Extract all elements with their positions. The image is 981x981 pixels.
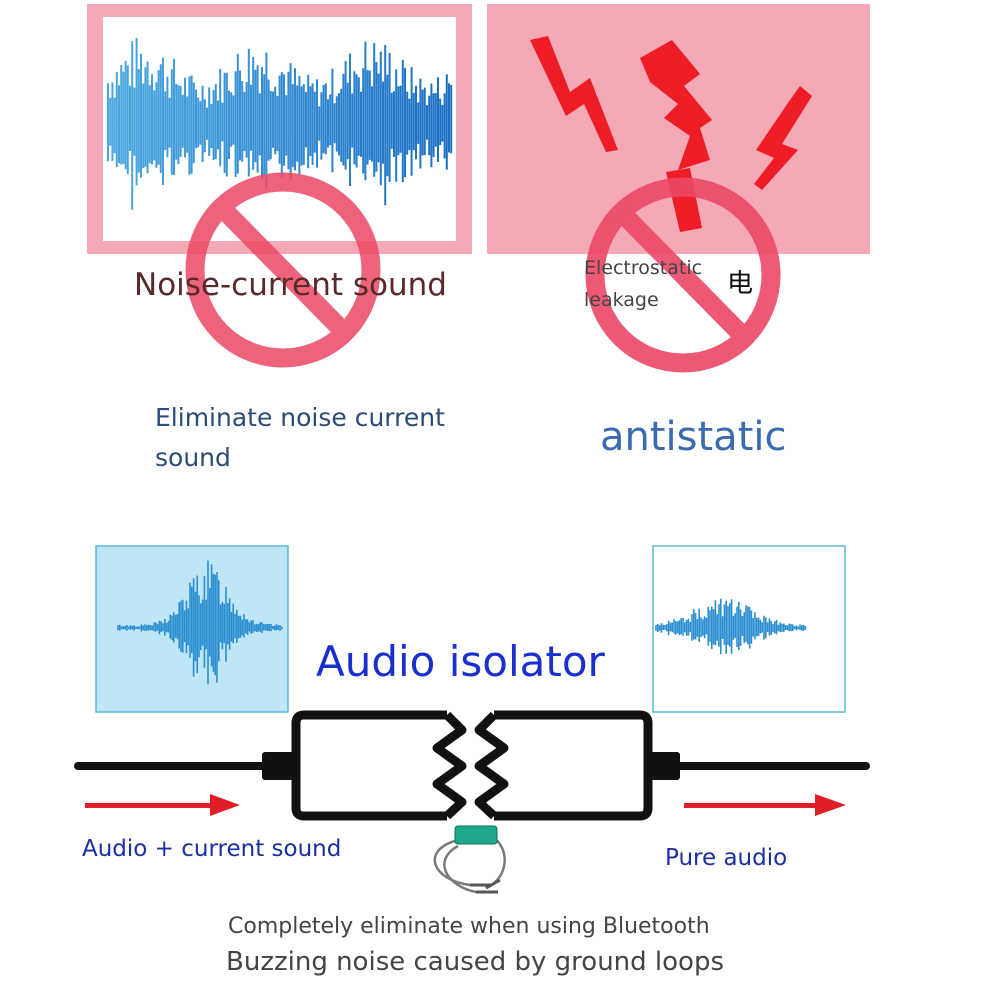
isolator-housing: [291, 710, 653, 821]
input-plug: [262, 752, 298, 780]
output-waveform-icon: [655, 598, 807, 655]
electrostatic-leakage-label-line2: leakage: [584, 289, 659, 311]
eliminate-noise-caption-line2: sound: [155, 443, 231, 472]
output-signal-label: Pure audio: [665, 845, 788, 871]
electric-glyph-label: 电: [727, 269, 754, 299]
output-plug: [646, 752, 680, 780]
noisy-waveform-icon: [107, 38, 453, 210]
audio-isolator-title: Audio isolator: [316, 637, 605, 686]
noise-current-sound-label: Noise-current sound: [134, 267, 447, 303]
isolator-device-icon: [433, 825, 506, 894]
footer-line2: Buzzing noise caused by ground loops: [226, 947, 725, 977]
eliminate-noise-caption-line1: Eliminate noise current: [155, 403, 445, 432]
prohibition-icon: [185, 172, 381, 368]
input-arrow-icon: [85, 794, 240, 816]
antistatic-caption: antistatic: [600, 414, 787, 460]
footer-line1: Completely eliminate when using Bluetoot…: [228, 914, 710, 939]
electrostatic-leakage-label-line1: Electrostatic: [584, 257, 703, 279]
output-arrow-icon: [684, 794, 846, 816]
input-signal-label: Audio + current sound: [82, 836, 342, 862]
transformer-coil-icon: [432, 711, 509, 820]
input-waveform-icon: [117, 560, 283, 685]
prohibition-icon: [585, 177, 781, 373]
